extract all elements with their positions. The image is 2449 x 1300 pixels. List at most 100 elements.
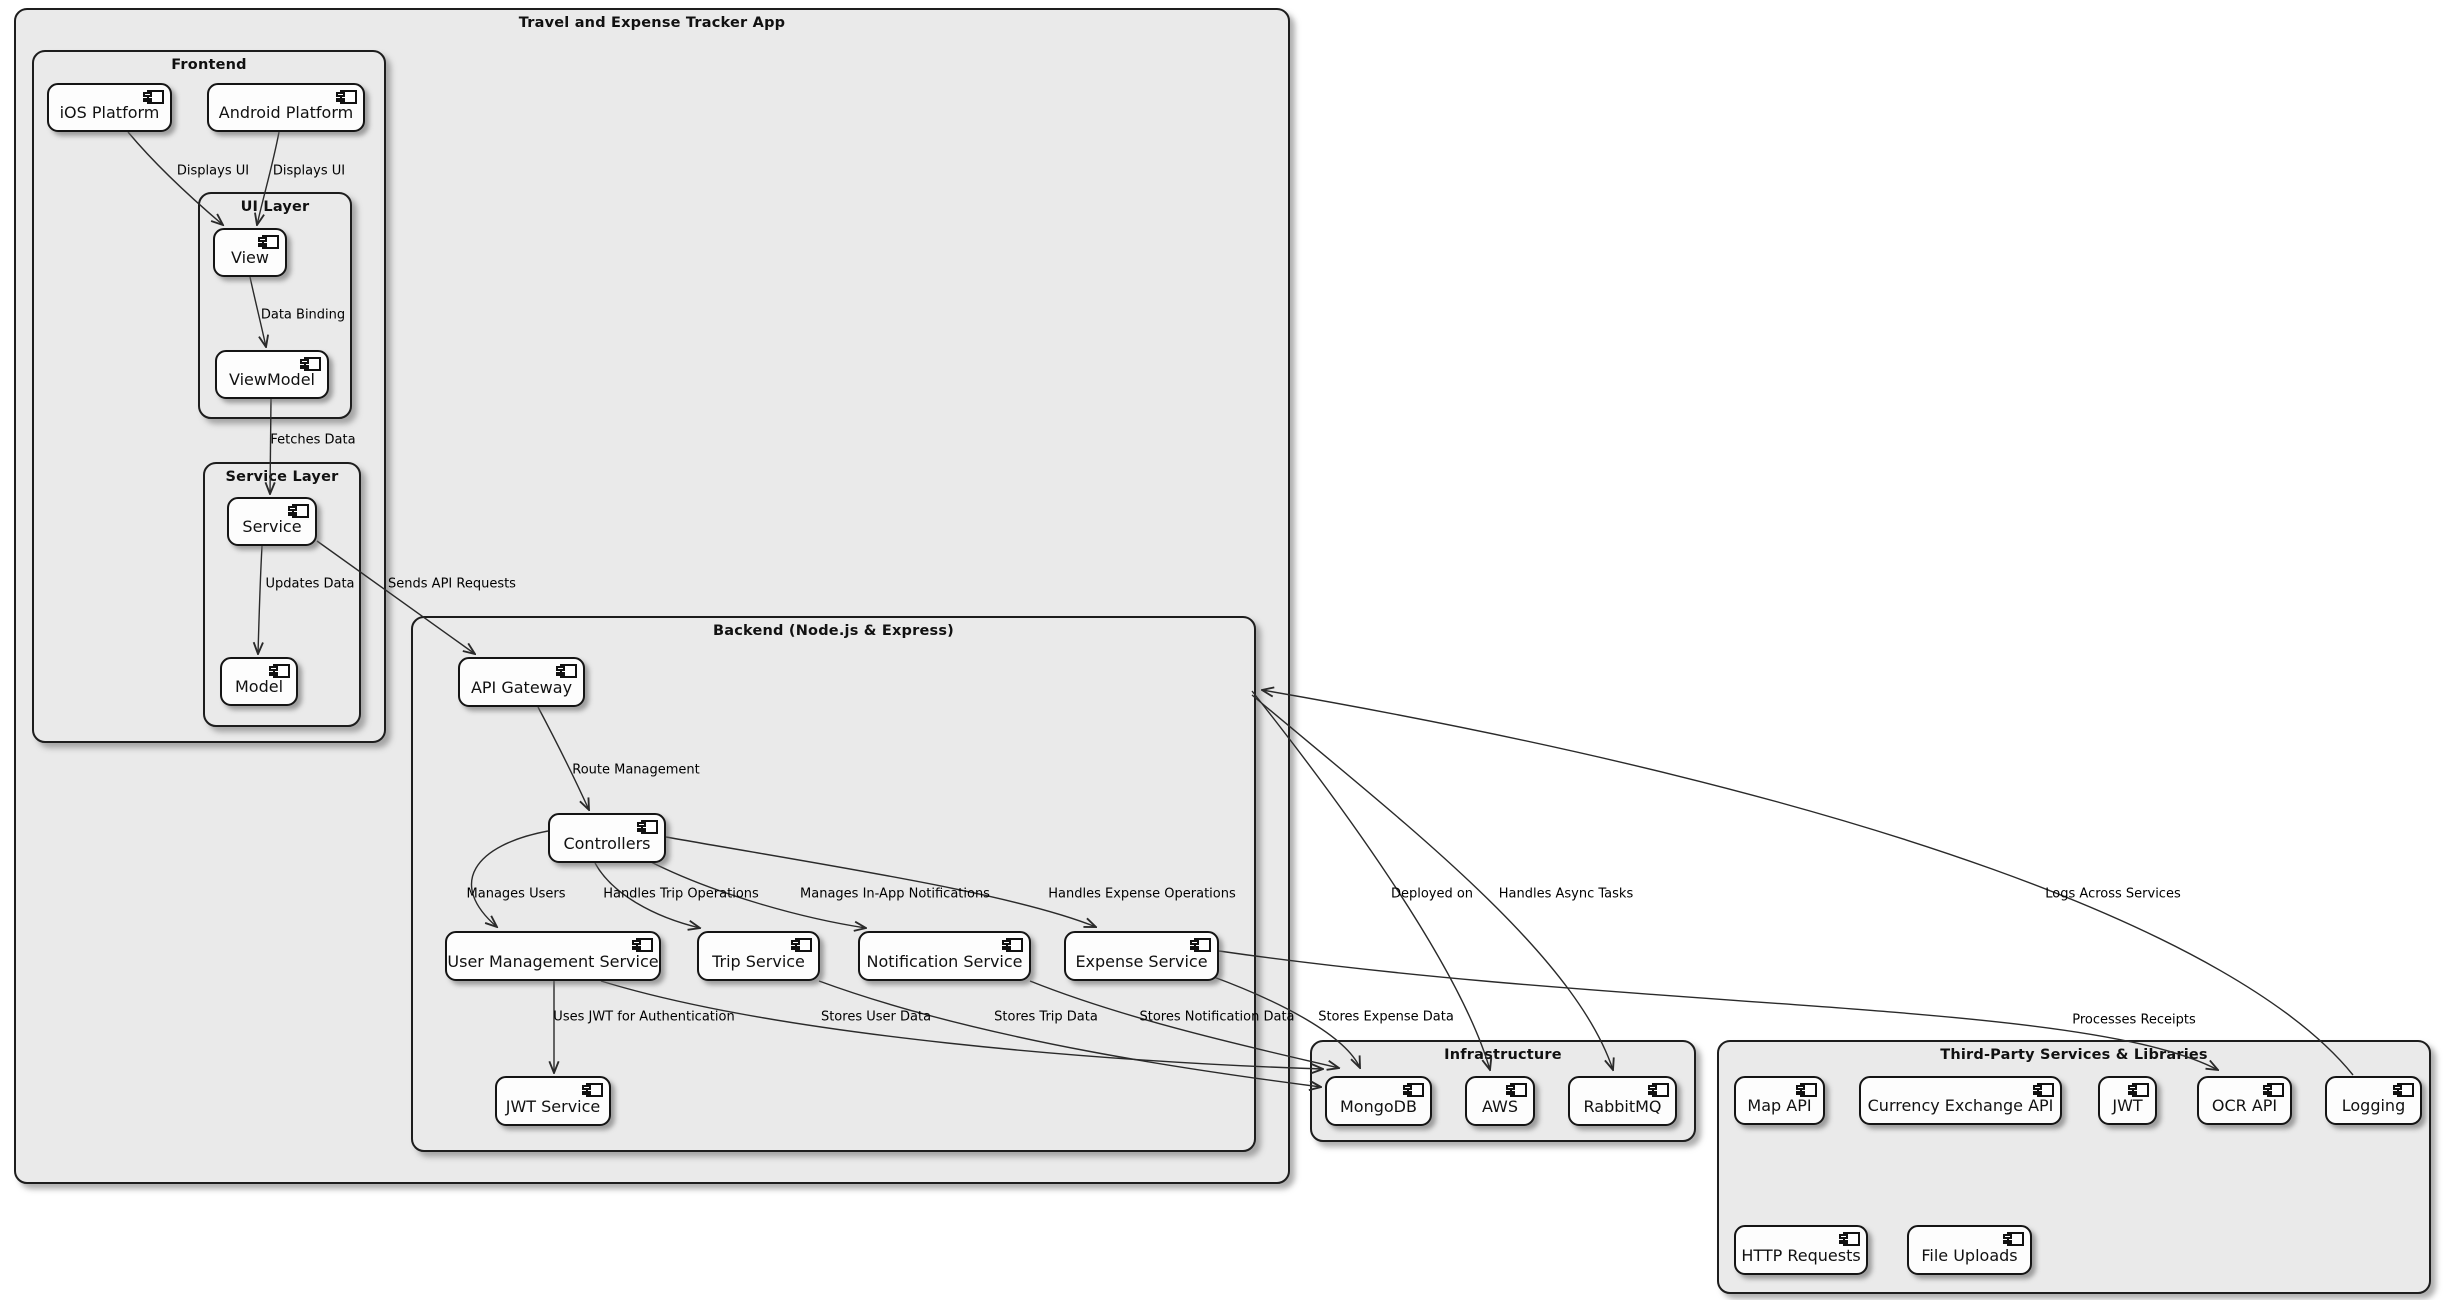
component-icon (2128, 1083, 2149, 1097)
edge-label-stores-trip-data: Stores Trip Data (994, 1009, 1098, 1025)
edge-controllers-to-user-management (470, 830, 549, 927)
edge-label-handles-async-tasks: Handles Async Tasks (1498, 886, 1634, 902)
edge-backend-to-aws (1251, 690, 1490, 1070)
edge-label-logs-across-services: Logs Across Services (2045, 886, 2181, 902)
group-title-backend: Backend (Node.js & Express) (713, 623, 954, 639)
node-ios-platform: iOS Platform (47, 83, 172, 132)
node-expense-service: Expense Service (1064, 931, 1219, 981)
group-title-third-party: Third-Party Services & Libraries (1940, 1047, 2208, 1063)
node-label: OCR API (2211, 1096, 2278, 1115)
node-label: ViewModel (228, 370, 315, 389)
node-api-gateway: API Gateway (458, 657, 585, 707)
group-title-infrastructure: Infrastructure (1444, 1047, 1562, 1063)
node-label: JWT (2112, 1096, 2143, 1115)
node-currency-exchange-api: Currency Exchange API (1859, 1076, 2062, 1125)
edge-expense-to-ocr (1218, 950, 2218, 1070)
edge-label-uses-jwt-for-authentication: Uses JWT for Authentication (553, 1009, 735, 1025)
component-icon (582, 1083, 603, 1097)
node-controllers: Controllers (548, 813, 666, 863)
node-rabbitmq: RabbitMQ (1568, 1076, 1677, 1126)
node-label: Expense Service (1075, 951, 1208, 971)
edge-label-updates-data: Updates Data (265, 576, 355, 592)
component-icon (1796, 1083, 1817, 1097)
node-label: Controllers (563, 833, 651, 853)
node-android-platform: Android Platform (207, 83, 365, 132)
component-icon (1506, 1083, 1527, 1097)
edge-label-displays-ui-ios: Displays UI (176, 163, 250, 179)
node-notification-service: Notification Service (858, 931, 1031, 981)
node-label: View (231, 248, 269, 267)
node-label: Logging (2341, 1096, 2406, 1115)
group-title-frontend: Frontend (171, 57, 247, 73)
node-label: iOS Platform (59, 103, 160, 122)
node-label: Map API (1747, 1096, 1812, 1115)
node-http-requests: HTTP Requests (1734, 1225, 1868, 1275)
edge-logging-to-backend (1262, 690, 2354, 1076)
edge-controllers-to-notification (648, 860, 866, 928)
node-label: API Gateway (470, 677, 573, 697)
edge-label-displays-ui-android: Displays UI (272, 163, 346, 179)
component-icon (637, 820, 658, 834)
node-mongodb: MongoDB (1325, 1076, 1432, 1126)
node-viewmodel: ViewModel (215, 350, 329, 399)
edge-view-to-viewmodel (249, 276, 266, 347)
group-title-app: Travel and Expense Tracker App (518, 15, 786, 31)
component-icon (300, 357, 321, 371)
node-view: View (213, 228, 287, 277)
node-user-management-service: User Management Service (445, 931, 661, 981)
node-model: Model (220, 657, 298, 706)
component-icon (269, 664, 290, 678)
edge-api-gateway-to-controllers (537, 706, 589, 810)
node-label: Trip Service (712, 951, 805, 971)
node-aws: AWS (1465, 1076, 1535, 1126)
edge-label-stores-user-data: Stores User Data (820, 1009, 932, 1025)
edge-label-processes-receipts: Processes Receipts (2072, 1012, 2196, 1028)
edge-label-handles-expense-operations: Handles Expense Operations (1048, 886, 1236, 902)
node-label: HTTP Requests (1741, 1245, 1861, 1265)
edge-notification-to-mongodb (1029, 980, 1339, 1068)
node-label: File Uploads (1921, 1245, 2018, 1265)
edge-trip-to-mongodb (818, 980, 1321, 1087)
node-label: AWS (1481, 1096, 1519, 1116)
edge-label-data-binding: Data Binding (260, 307, 346, 323)
component-icon (2393, 1083, 2414, 1097)
edge-label-fetches-data: Fetches Data (270, 432, 356, 448)
edge-label-route-management: Route Management (572, 762, 700, 778)
group-title-service-layer: Service Layer (225, 469, 339, 485)
component-icon (1403, 1083, 1424, 1097)
edge-label-handles-trip-operations: Handles Trip Operations (603, 886, 759, 902)
node-label: Notification Service (866, 951, 1023, 971)
edge-label-manages-in-app-notifications: Manages In-App Notifications (800, 886, 990, 902)
edge-android-to-view (257, 131, 280, 225)
edge-service-to-model (258, 545, 262, 654)
edge-label-stores-notification-data: Stores Notification Data (1139, 1009, 1295, 1025)
node-label: Service (242, 517, 302, 536)
component-icon (1839, 1232, 1860, 1246)
edge-label-deployed-on: Deployed on (1390, 886, 1474, 902)
edge-backend-to-rabbitmq (1251, 694, 1613, 1070)
group-title-ui-layer: UI Layer (240, 199, 310, 215)
node-label: RabbitMQ (1583, 1096, 1662, 1116)
node-label: Android Platform (218, 103, 354, 122)
node-logging: Logging (2325, 1076, 2422, 1125)
component-icon (2003, 1232, 2024, 1246)
component-icon (1648, 1083, 1669, 1097)
component-icon (143, 90, 164, 104)
edge-service-to-api-gateway (316, 540, 475, 654)
node-trip-service: Trip Service (697, 931, 820, 981)
node-label: JWT Service (505, 1096, 601, 1116)
node-map-api: Map API (1734, 1076, 1825, 1125)
component-icon (632, 938, 653, 952)
edge-controllers-to-expense (665, 836, 1096, 927)
edge-viewmodel-to-service (270, 398, 271, 494)
node-ocr-api: OCR API (2197, 1076, 2292, 1125)
edge-label-stores-expense-data: Stores Expense Data (1318, 1009, 1454, 1025)
edge-expense-to-mongodb (1210, 975, 1360, 1068)
node-label: MongoDB (1340, 1096, 1417, 1116)
component-icon (1190, 938, 1211, 952)
node-label: Currency Exchange API (1867, 1096, 2054, 1115)
component-icon (2033, 1083, 2054, 1097)
component-icon (556, 664, 577, 678)
node-jwt-service: JWT Service (495, 1076, 611, 1126)
